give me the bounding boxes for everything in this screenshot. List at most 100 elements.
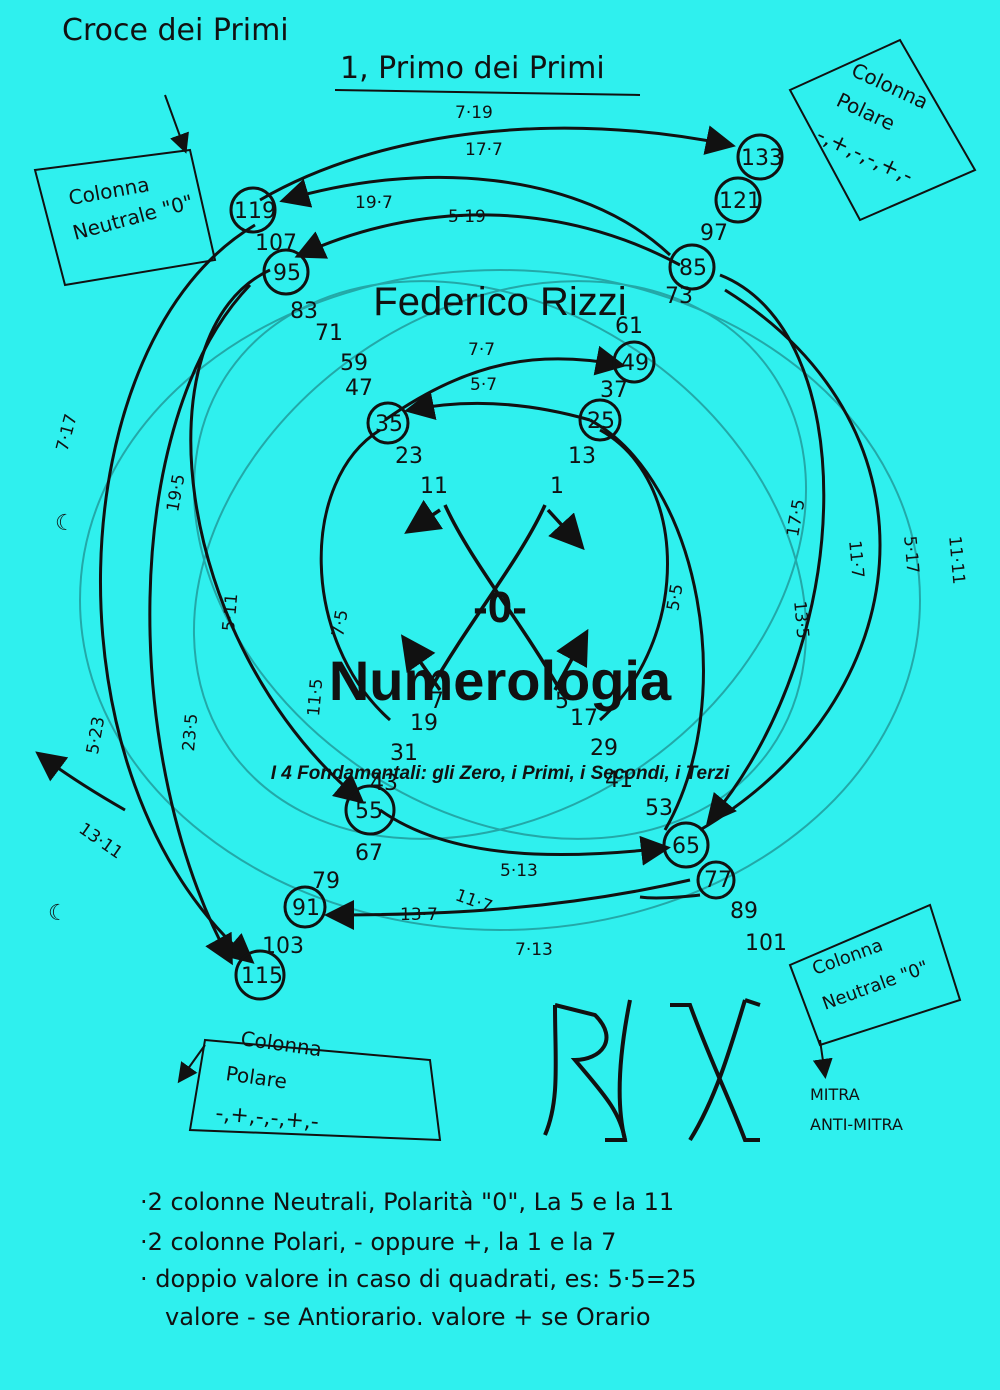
box-bl-line2: Polare [224,1061,288,1093]
moon-icon-1: ☾ [55,510,75,535]
prod-2: 19·7 [355,193,393,213]
prod-15: 17·5 [783,498,809,539]
label-25: 25 [587,409,615,434]
prod-6: 7·17 [53,412,82,454]
note-2: ·2 colonne Polari, - oppure +, la 1 e la… [140,1228,616,1256]
label-133: 133 [741,146,783,171]
faint-orbits [79,269,921,931]
box-bl-line1: Colonna [239,1026,323,1061]
prod-22: 13·7 [400,905,438,925]
mitra-label: MITRA [810,1085,860,1104]
prod-14: 5·5 [663,582,687,612]
num-11: 11 [420,474,448,499]
box-bl-line3: -,+,-,-,+,- [214,1101,319,1135]
label-91: 91 [292,896,320,921]
prod-0: 7·19 [455,103,493,123]
node-35 [366,401,410,445]
label-121: 121 [719,189,761,214]
prod-3: 5·19 [448,207,486,227]
prod-12: 11·5 [304,678,327,717]
book-subtitle: I 4 Fondamentali: gli Zero, i Primi, i S… [270,763,730,784]
node-49 [612,340,656,384]
prod-23: 7·13 [515,940,553,960]
num-101: 101 [745,931,787,956]
num-103: 103 [262,934,304,959]
note-3: · doppio valore in caso di quadrati, es:… [140,1265,696,1293]
circled-number-labels: 133 121 119 95 85 49 35 25 55 65 77 91 1… [234,146,783,989]
num-17: 17 [570,706,598,731]
note-1: ·2 colonne Neutrali, Polarità "0", La 5 … [140,1188,674,1216]
num-5: 5 [555,689,569,714]
mitra-glyph [543,998,761,1142]
anti-mitra-label: ANTI-MITRA [810,1115,903,1134]
label-85: 85 [679,256,707,281]
node-91 [283,885,327,929]
node-65 [662,821,710,869]
num-67: 67 [355,841,383,866]
prod-17: 11·7 [844,540,867,579]
prod-19: 11·11 [944,535,968,585]
label-49: 49 [621,351,649,376]
prod-7: 19·5 [163,473,189,514]
prod-1: 17·7 [465,140,503,160]
num-53: 53 [645,796,673,821]
plain-numbers: 107 97 83 73 71 61 59 47 37 23 13 11 1 7… [255,221,787,959]
prod-13: 7·5 [328,608,352,638]
num-19: 19 [410,711,438,736]
author-name: Federico Rizzi [373,280,627,324]
node-133 [736,133,784,181]
num-13: 13 [568,444,596,469]
prod-4: 7·7 [468,340,495,360]
num-107: 107 [255,231,297,256]
prod-5: 5·7 [470,375,497,395]
book-title: Numerologia [328,649,672,712]
label-55: 55 [355,799,383,824]
num-79: 79 [312,869,340,894]
node-85 [668,243,716,291]
box-lines [33,38,977,1142]
num-43: 43 [370,771,398,796]
prod-18: 5·17 [899,535,922,574]
label-95: 95 [273,261,301,286]
num-83: 83 [290,299,318,324]
prod-11: 13·11 [75,819,126,863]
label-115: 115 [241,964,283,989]
prod-9: 23·5 [179,713,202,752]
subheading-primo: 1, Primo dei Primi [340,51,605,86]
num-29: 29 [590,736,618,761]
num-1: 1 [550,474,564,499]
prod-16: 13·5 [789,600,812,639]
heading-croce: Croce dei Primi [62,13,289,48]
num-7: 7 [430,689,444,714]
node-115 [234,949,286,1001]
prod-10: 5·23 [83,715,109,756]
num-31: 31 [390,741,418,766]
prod-8: 5·11 [219,593,242,632]
box-tr-line3: -,+,-,-,+,- [812,123,916,189]
num-59: 59 [340,351,368,376]
label-35: 35 [375,412,403,437]
node-25 [578,398,622,442]
note-4: valore - se Antiorario. valore + se Orar… [165,1303,651,1331]
label-65: 65 [672,834,700,859]
num-61: 61 [615,314,643,339]
num-23: 23 [395,444,423,469]
num-73: 73 [665,284,693,309]
moon-glyphs: ☾ ☾ [48,510,75,925]
zero-mark: -0- [473,583,527,632]
num-47: 47 [345,376,373,401]
node-119 [229,186,277,234]
label-77: 77 [704,868,732,893]
node-77 [696,860,736,900]
prod-20: 5·13 [500,861,538,881]
box-br-line1: Colonna [810,935,886,980]
node-121 [714,176,762,224]
central-cross [400,499,589,692]
label-119: 119 [234,199,276,224]
num-71: 71 [315,321,343,346]
node-55 [344,784,396,836]
num-97: 97 [700,221,728,246]
num-41: 41 [605,768,633,793]
